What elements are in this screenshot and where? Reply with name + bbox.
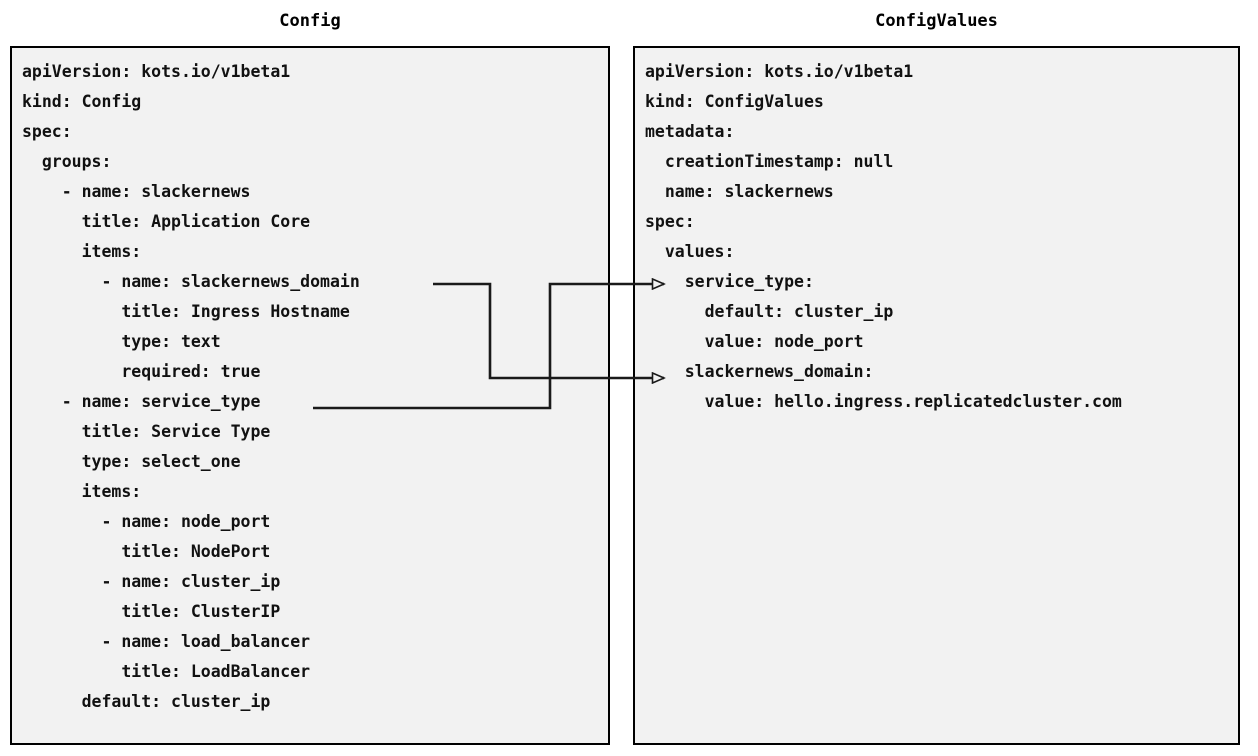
config-yaml-block: apiVersion: kots.io/v1beta1 kind: Config s… — [22, 57, 606, 743]
configvalues-yaml-line: creationTimestamp: null — [645, 152, 894, 171]
config-yaml-line: title: ClusterIP — [22, 602, 281, 621]
config-yaml-line: - name: cluster_ip — [22, 572, 281, 591]
configvalues-yaml-line: default: cluster_ip — [645, 302, 894, 321]
configvalues-yaml-line: metadata: — [645, 122, 735, 141]
configvalues-yaml-block: apiVersion: kots.io/v1beta1 kind: ConfigV… — [645, 57, 1236, 743]
config-yaml-line: spec: — [22, 122, 72, 141]
config-yaml-line: type: select_one — [22, 452, 241, 471]
config-yaml-line: title: Ingress Hostname — [22, 302, 350, 321]
config-yaml-line: - name: slackernews — [22, 182, 251, 201]
configvalues-yaml-line: spec: — [645, 212, 695, 231]
config-yaml-line: title: Service Type — [22, 422, 271, 441]
configvalues-panel-title: ConfigValues — [875, 11, 998, 31]
configvalues-yaml-line: service_type: — [645, 272, 814, 291]
config-yaml-line: groups: — [22, 152, 112, 171]
config-yaml-line: title: LoadBalancer — [22, 662, 311, 681]
configvalues-yaml-line: slackernews_domain: — [645, 362, 874, 381]
configvalues-yaml-line: values: — [645, 242, 735, 261]
config-yaml-line: title: Application Core — [22, 212, 311, 231]
config-yaml-line: - name: node_port — [22, 512, 271, 531]
config-yaml-line: - name: load_balancer — [22, 632, 311, 651]
config-panel-title: Config — [279, 11, 341, 31]
configvalues-yaml-line: value: hello.ingress.replicatedcluster.c… — [645, 392, 1122, 411]
configvalues-panel: apiVersion: kots.io/v1beta1 kind: ConfigV… — [633, 46, 1240, 745]
config-yaml-line: type: text — [22, 332, 221, 351]
configvalues-yaml-line: name: slackernews — [645, 182, 834, 201]
config-yaml-line: - name: service_type — [22, 392, 261, 411]
config-yaml-line: required: true — [22, 362, 261, 381]
config-yaml-line: title: NodePort — [22, 542, 271, 561]
config-yaml-line: - name: slackernews_domain — [22, 272, 360, 291]
config-panel: apiVersion: kots.io/v1beta1 kind: Config s… — [10, 46, 610, 745]
configvalues-yaml-line: apiVersion: kots.io/v1beta1 — [645, 62, 914, 81]
configvalues-yaml-line: kind: ConfigValues — [645, 92, 824, 111]
config-yaml-line: items: — [22, 482, 142, 501]
configvalues-yaml-line: value: node_port — [645, 332, 864, 351]
config-yaml-line: items: — [22, 242, 142, 261]
config-yaml-line: kind: Config — [22, 92, 142, 111]
config-yaml-line: default: cluster_ip — [22, 692, 271, 711]
config-yaml-line: apiVersion: kots.io/v1beta1 — [22, 62, 291, 81]
